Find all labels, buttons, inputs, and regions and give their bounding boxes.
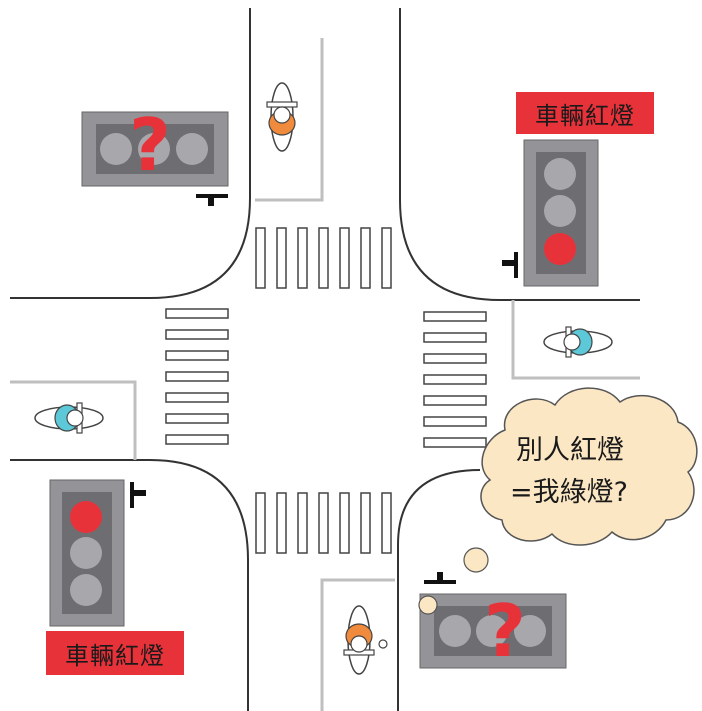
signal-mount-icon <box>196 194 228 206</box>
scooter-rider-south <box>343 605 388 675</box>
crosswalk-south <box>255 492 392 554</box>
thought-bubble-line1: 別人紅燈 <box>516 435 624 466</box>
signal-top-right <box>502 139 599 287</box>
scooter-rider-west <box>34 402 104 434</box>
crosswalk-north <box>255 227 392 289</box>
crosswalk-west <box>165 308 229 445</box>
vehicle-red-light-label: 車輛紅燈 <box>46 631 184 675</box>
lane-lines <box>10 38 640 711</box>
signal-mount-icon <box>130 482 146 508</box>
road-edges <box>10 8 640 711</box>
signal-bottom-right: ? <box>419 572 567 673</box>
signal-top-left: ? <box>81 103 229 206</box>
signal-mount-icon <box>424 572 456 584</box>
scooter-rider-north <box>266 82 298 152</box>
thought-bubble <box>418 387 698 615</box>
signal-bottom-left <box>49 479 146 627</box>
signal-mount-icon <box>502 252 518 278</box>
thought-bubble-line2: =我綠燈? <box>510 477 628 508</box>
question-mark-icon: ? <box>484 589 526 673</box>
scooter-rider-east <box>543 326 613 358</box>
crosswalk-east <box>423 311 487 448</box>
vehicle-red-light-label: 車輛紅燈 <box>516 92 654 134</box>
question-mark-icon: ? <box>129 103 171 187</box>
